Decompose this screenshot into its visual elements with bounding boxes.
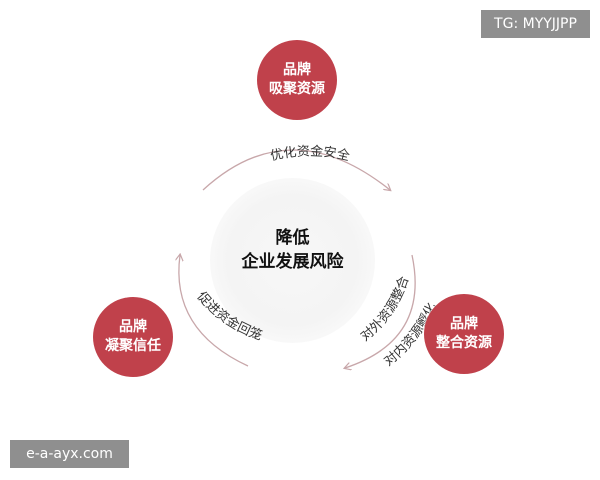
watermark-bottom-left: e-a-ayx.com — [10, 440, 129, 468]
node-left: 品牌 凝聚信任 — [93, 297, 173, 377]
center-label-line2: 企业发展风险 — [241, 252, 344, 272]
node-top: 品牌 吸聚资源 — [257, 40, 337, 120]
node-left-line1: 品牌 — [119, 319, 147, 335]
node-top-line2: 吸聚资源 — [269, 81, 325, 97]
node-right: 品牌 整合资源 — [424, 294, 504, 374]
node-top-line1: 品牌 — [283, 62, 311, 78]
arc-top — [202, 149, 390, 190]
node-right-line1: 品牌 — [450, 316, 478, 332]
arc-left — [179, 255, 249, 367]
arc-right — [345, 254, 416, 368]
node-left-line2: 凝聚信任 — [105, 338, 161, 354]
center-label: 降低 企业发展风险 — [210, 226, 375, 274]
arc-label-right-outer: 对外资源整合 — [358, 275, 412, 345]
center-label-line1: 降低 — [275, 228, 310, 248]
center-circle — [210, 178, 375, 343]
arc-label-top-text: 优化资金安全 — [269, 143, 351, 164]
watermark-top-right: TG: MYYJJPP — [481, 10, 590, 38]
arc-label-right-outer-text: 对外资源整合 — [358, 275, 412, 345]
node-right-line2: 整合资源 — [436, 335, 492, 351]
arc-label-top: 优化资金安全 — [269, 143, 351, 164]
